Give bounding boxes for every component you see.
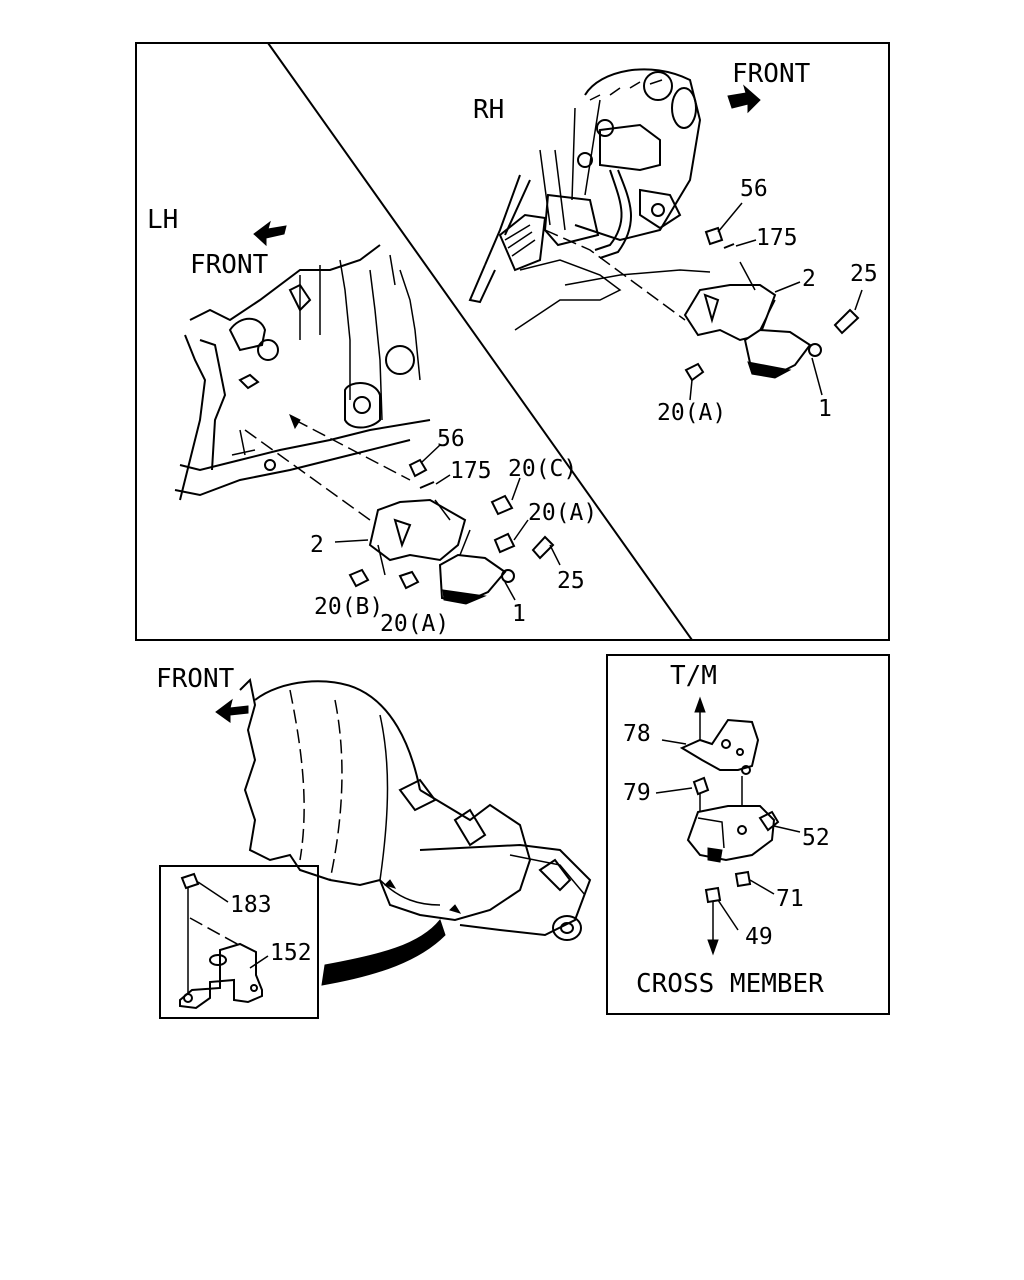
rh-bolt-25-icon <box>833 308 860 335</box>
rh-callout-175: 175 <box>756 225 798 251</box>
panel-border <box>135 42 890 641</box>
engine-mount-panel: RH FRONT LH FRONT 56 175 2 25 20(A) 1 56… <box>135 42 890 641</box>
rh-callout-2: 2 <box>802 266 816 292</box>
rh-mount-parts <box>683 226 860 382</box>
tm-callout-49: 49 <box>745 924 773 950</box>
lh-callout-1: 1 <box>512 601 526 627</box>
detail-arrow-icon <box>321 918 446 986</box>
inset-callout-183: 183 <box>230 892 272 918</box>
lh-engine-drawing <box>174 244 431 521</box>
rh-bolt-20a-icon <box>684 362 705 382</box>
rh-leader-lines <box>689 202 863 401</box>
bracket-detail-inset: 183 152 <box>159 865 319 1019</box>
bolt-183-icon <box>180 872 200 890</box>
tm-panel-border <box>606 654 890 1015</box>
transmission-front-label: FRONT <box>156 664 235 694</box>
panel-divider-line <box>267 42 693 641</box>
transmission-front-arrow <box>215 698 249 723</box>
lh-nut-56-icon <box>408 458 428 478</box>
upper-bracket-78-icon <box>679 718 760 771</box>
rh-callout-25: 25 <box>850 261 878 287</box>
lh-callout-56: 56 <box>437 426 465 452</box>
lh-bolt-20a-lower-icon <box>398 570 420 590</box>
bolt-79-icon <box>692 776 710 796</box>
transmission-drawing <box>239 677 592 986</box>
lh-callout-20a-bottom: 20(A) <box>380 611 449 637</box>
lh-callout-25: 25 <box>557 568 585 594</box>
rh-callout-20a: 20(A) <box>657 400 726 426</box>
insulator-52-icon <box>686 805 776 862</box>
lh-bracket-2-icon <box>368 498 467 562</box>
lh-callout-175: 175 <box>450 458 492 484</box>
tm-callout-79: 79 <box>623 780 651 806</box>
lh-bolt-25-icon <box>531 535 555 560</box>
rh-callout-1: 1 <box>818 396 832 422</box>
lh-callout-20c: 20(C) <box>508 456 577 482</box>
cross-member-label: CROSS MEMBER <box>636 969 824 999</box>
tm-crossmember-panel: T/M 78 79 52 71 49 CROSS MEMBER <box>606 654 890 1015</box>
rh-callout-56: 56 <box>740 176 768 202</box>
lh-label: LH <box>147 205 178 235</box>
nut-49-icon <box>704 886 722 904</box>
inset-callout-152: 152 <box>270 940 312 966</box>
lh-washer-175-icon <box>419 481 435 489</box>
lh-leader-lines <box>334 444 561 601</box>
tm-label: T/M <box>670 661 717 691</box>
lh-mount-parts <box>348 458 555 605</box>
lh-callout-20b: 20(B) <box>314 594 383 620</box>
rh-front-arrow <box>727 84 761 114</box>
lh-bolt-20b-icon <box>348 568 370 588</box>
lh-callout-2: 2 <box>310 532 324 558</box>
bracket-152-icon <box>179 942 263 1010</box>
lh-callout-20a-right: 20(A) <box>528 500 597 526</box>
tm-callout-71: 71 <box>776 886 804 912</box>
lh-bolt-20c-icon <box>490 494 514 516</box>
rh-washer-175-icon <box>723 243 735 249</box>
lh-front-arrow <box>253 220 287 247</box>
rh-front-label: FRONT <box>732 59 811 89</box>
rh-label: RH <box>473 95 504 125</box>
lh-bolt-20a-icon <box>493 532 516 554</box>
tm-callout-78: 78 <box>623 721 651 747</box>
nut-71-icon <box>734 870 752 888</box>
lh-front-label: FRONT <box>190 250 269 280</box>
inset-border <box>159 865 319 1019</box>
rh-engine-drawing <box>468 68 711 331</box>
tm-callout-52: 52 <box>802 825 830 851</box>
